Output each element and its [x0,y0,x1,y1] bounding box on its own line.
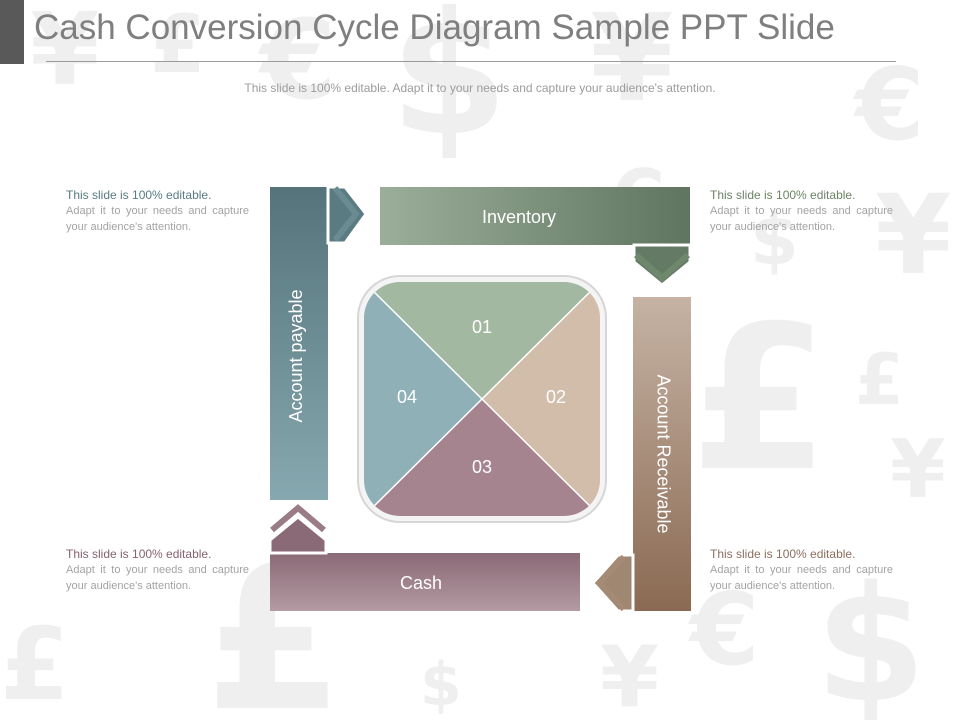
quadrant-01 [364,282,600,399]
account-receivable-label: Account Receivable [653,374,673,533]
note-body: Adapt it to your needs and capture your … [710,564,893,592]
inventory-head [632,243,692,287]
note-bottom-right: This slide is 100% editable. Adapt it to… [710,546,893,594]
pound-icon: £ [855,339,904,421]
dollar-icon: $ [815,551,927,720]
cash-arrow: Cash [268,504,580,611]
quadrant-03 [364,399,600,516]
quadrant-square: 01 02 03 04 [357,275,607,523]
inventory-arrow: Inventory [380,187,692,287]
account-payable-arrow: Account payable [270,185,368,500]
account-payable-bar [270,187,328,500]
note-body: Adapt it to your needs and capture your … [710,205,893,233]
inventory-bar [380,187,690,245]
euro-icon: € [855,46,925,163]
account-receivable-arrow: Account Receivable [590,297,691,613]
cash-head [268,515,328,555]
quadrant-02 [482,282,600,516]
inventory-label: Inventory [482,207,556,227]
quadrant-01-label: 01 [472,317,492,337]
quadrant-03-label: 03 [472,457,492,477]
note-heading: This slide is 100% editable. [710,188,856,202]
note-heading: This slide is 100% editable. [66,188,212,202]
yen-icon: ¥ [890,423,946,516]
title-underline [46,61,896,62]
note-top-right: This slide is 100% editable. Adapt it to… [710,187,893,235]
euro-icon: € [690,571,760,688]
note-body: Adapt it to your needs and capture your … [66,205,249,233]
pound-icon: £ [690,283,830,516]
cash-bar [270,553,580,611]
note-heading: This slide is 100% editable. [66,547,212,561]
quadrant-04 [364,282,482,516]
account-payable-label: Account payable [286,289,306,422]
euro-icon: € [260,0,337,124]
note-body: Adapt it to your needs and capture your … [66,564,249,592]
quadrant-02-label: 02 [546,387,566,407]
quadrant-04-label: 04 [397,387,417,407]
dollar-icon: $ [390,0,509,174]
pound-icon: £ [0,606,70,720]
yen-icon: ¥ [600,628,660,720]
pound-icon: £ [150,0,206,91]
slide-title: Cash Conversion Cycle Diagram Sample PPT… [34,8,835,47]
cash-chevron [270,504,326,533]
cash-label: Cash [400,573,442,593]
account-payable-head [326,185,368,245]
note-top-left: This slide is 100% editable. Adapt it to… [66,187,249,235]
yen-icon: ¥ [30,0,100,108]
inventory-chevron [634,252,690,283]
account-receivable-chevron [594,554,627,612]
dollar-icon: $ [750,199,799,281]
account-payable-chevron [332,186,360,242]
note-heading: This slide is 100% editable. [710,547,856,561]
note-bottom-left: This slide is 100% editable. Adapt it to… [66,546,249,594]
slide-subtitle: This slide is 100% editable. Adapt it to… [244,81,716,95]
account-receivable-head [590,553,635,613]
quadrant-divider [364,282,600,516]
dollar-icon: $ [420,650,462,720]
yen-icon: ¥ [590,0,674,129]
account-receivable-bar [633,297,691,611]
title-accent-bar [0,0,24,64]
yen-icon: ¥ [875,171,952,299]
